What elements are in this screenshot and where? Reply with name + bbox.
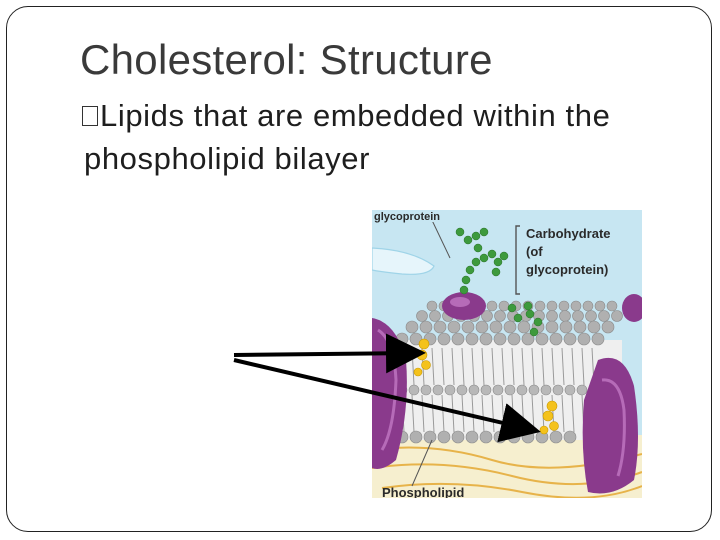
label-carbohydrate-line2: (of bbox=[526, 244, 543, 259]
label-phospholipid: Phospholipid bbox=[382, 485, 464, 498]
slide-frame bbox=[6, 6, 712, 532]
membrane-svg: glycoprotein Carbohydrate (of glycoprote… bbox=[372, 210, 642, 498]
label-carbohydrate-line1: Carbohydrate bbox=[526, 226, 611, 241]
arrow-to-upper-cholesterol bbox=[233, 333, 426, 374]
slide-title: Cholesterol: Structure bbox=[80, 36, 493, 83]
bullet-text: Lipids that are embedded within the phos… bbox=[84, 98, 611, 176]
bullet-icon bbox=[82, 106, 98, 126]
arrow-to-lower-cholesterol bbox=[233, 358, 541, 443]
membrane-illustration: glycoprotein Carbohydrate (of glycoprote… bbox=[372, 210, 642, 498]
label-glycoprotein: glycoprotein bbox=[374, 211, 440, 223]
label-carbohydrate-line3: glycoprotein) bbox=[526, 262, 608, 277]
bullet-point: Lipids that are embedded within the phos… bbox=[82, 94, 684, 180]
